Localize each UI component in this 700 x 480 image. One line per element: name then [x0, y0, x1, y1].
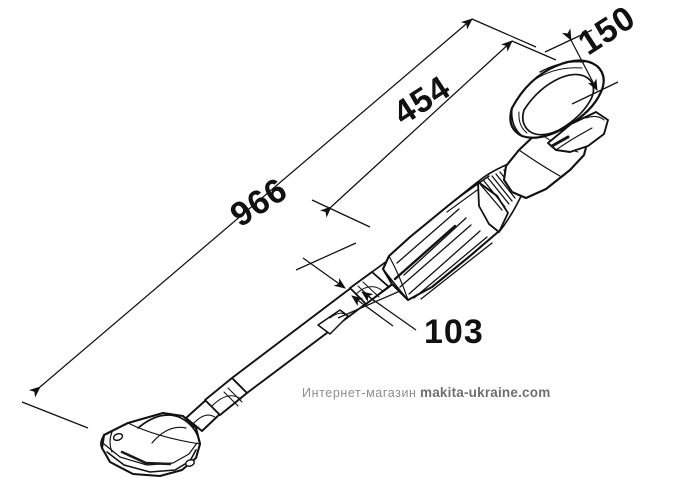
watermark-shop-label: Интернет-магазин	[302, 386, 417, 400]
dimension-103	[295, 242, 417, 331]
dimension-label-103: 103	[424, 313, 484, 351]
dimension-lines	[21, 18, 619, 429]
rear-tail	[547, 111, 609, 153]
floor-nozzle	[100, 411, 202, 478]
watermark-domain: makita-ukraine.com	[420, 385, 550, 400]
dimension-150	[544, 28, 619, 105]
dimension-454	[311, 40, 557, 228]
watermark: Интернет-магазин makita-ukraine.com	[302, 385, 550, 400]
